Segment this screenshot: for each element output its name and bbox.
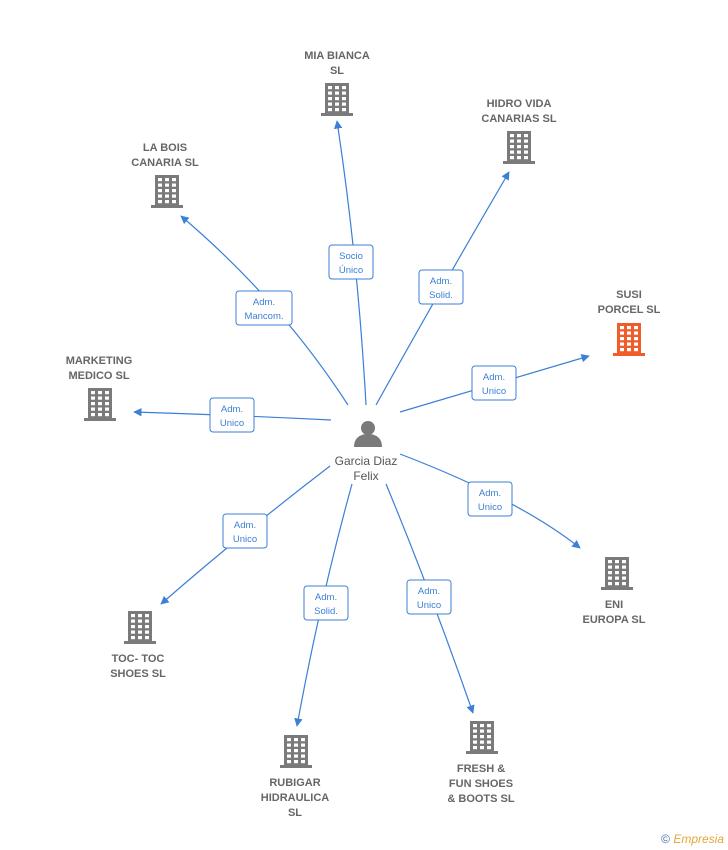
company-name-line: EUROPA SL [583, 614, 646, 626]
role-text-line: Unico [482, 386, 506, 397]
role-text-line: Único [339, 265, 363, 276]
building-icon [601, 557, 633, 590]
company-name-line: SL [330, 65, 344, 77]
role-text-line: Solid. [429, 290, 453, 301]
role-box [303, 585, 349, 621]
role-text-line: Adm. [483, 372, 505, 383]
role-text-line: Adm. [221, 404, 243, 415]
building-icon [151, 175, 183, 208]
role-label-susi-porcel[interactable]: Adm. Unico [471, 365, 517, 401]
person-name-line-2: Felix [353, 469, 378, 483]
role-text-line: Adm. [418, 586, 440, 597]
company-name-line: PORCEL SL [598, 304, 661, 316]
role-label-la-bois[interactable]: Adm. Mancom. [235, 290, 293, 326]
role-label-toc-toc[interactable]: Adm. Unico [222, 513, 268, 549]
role-text-line: Adm. [479, 488, 501, 499]
company-node-rubigar[interactable]: RUBIGAR HIDRAULICA SL [261, 735, 329, 819]
role-label-fresh-fun[interactable]: Adm. Unico [406, 579, 452, 615]
company-name-line: MARKETING [66, 355, 133, 367]
footer: © Empresia [661, 832, 724, 846]
company-name-line: HIDRO VIDA [487, 98, 552, 110]
role-text-line: Solid. [314, 606, 338, 617]
company-name-line: FRESH & [457, 763, 505, 775]
role-label-rubigar[interactable]: Adm. Solid. [303, 585, 349, 621]
role-text-line: Adm. [234, 520, 256, 531]
role-text-line: Adm. [315, 592, 337, 603]
copyright-icon: © [661, 832, 670, 846]
role-text-line: Socio [339, 251, 363, 262]
company-node-la-bois[interactable]: LA BOIS CANARIA SL [131, 142, 199, 208]
role-text-line: Unico [417, 600, 441, 611]
role-label-eni-europa[interactable]: Adm. Unico [467, 481, 513, 517]
role-text-line: Unico [220, 418, 244, 429]
role-box [235, 290, 293, 326]
company-name-line: SL [288, 807, 302, 819]
building-icon [613, 323, 645, 356]
building-icon [124, 611, 156, 644]
company-node-fresh-fun[interactable]: FRESH & FUN SHOES & BOOTS SL [447, 721, 515, 805]
company-node-marketing-medico[interactable]: MARKETING MEDICO SL [66, 355, 133, 421]
company-name-line: MEDICO SL [68, 370, 129, 382]
role-label-marketing-medico[interactable]: Adm. Unico [209, 397, 255, 433]
company-name-line: MIA BIANCA [304, 50, 370, 62]
role-box [209, 397, 255, 433]
building-icon [84, 388, 116, 421]
edges [133, 120, 590, 727]
company-name-line: FUN SHOES [449, 778, 513, 790]
role-text-line: Mancom. [244, 311, 283, 322]
company-name-line: SHOES SL [110, 668, 166, 680]
role-text-line: Unico [478, 502, 502, 513]
company-name-line: ENI [605, 599, 623, 611]
role-box [328, 244, 374, 280]
role-box [471, 365, 517, 401]
role-box [222, 513, 268, 549]
role-text-line: Adm. [253, 297, 275, 308]
role-box [467, 481, 513, 517]
company-node-hidro-vida[interactable]: HIDRO VIDA CANARIAS SL [481, 98, 557, 164]
person-name-line-1: Garcia Diaz [335, 454, 398, 468]
company-name-line: HIDRAULICA [261, 792, 329, 804]
company-node-eni-europa[interactable]: ENI EUROPA SL [583, 557, 646, 626]
person-icon [354, 421, 382, 447]
company-node-susi-porcel[interactable]: SUSI PORCEL SL [598, 289, 661, 356]
company-node-toc-toc[interactable]: TOC- TOC SHOES SL [110, 611, 166, 680]
company-nodes: MIA BIANCA SL HIDRO VIDA CANARIAS SL LA BOIS… [66, 50, 661, 819]
building-icon [280, 735, 312, 768]
role-label-hidro-vida[interactable]: Adm. Solid. [418, 269, 464, 305]
role-text-line: Unico [233, 534, 257, 545]
role-box [406, 579, 452, 615]
company-name-line: LA BOIS [143, 142, 187, 154]
person-node[interactable]: Garcia Diaz Felix [335, 421, 398, 483]
company-name-line: CANARIAS SL [481, 113, 556, 125]
company-name-line: RUBIGAR [269, 777, 320, 789]
company-name-line: CANARIA SL [131, 157, 199, 169]
company-name-line: SUSI [616, 289, 642, 301]
building-icon [466, 721, 498, 754]
brand-logo[interactable]: Empresia [673, 832, 724, 846]
building-icon [503, 131, 535, 164]
role-box [418, 269, 464, 305]
company-name-line: TOC- TOC [112, 653, 165, 665]
company-name-line: & BOOTS SL [447, 793, 515, 805]
building-icon [321, 83, 353, 116]
company-node-mia-bianca[interactable]: MIA BIANCA SL [304, 50, 370, 116]
role-text-line: Adm. [430, 276, 452, 287]
